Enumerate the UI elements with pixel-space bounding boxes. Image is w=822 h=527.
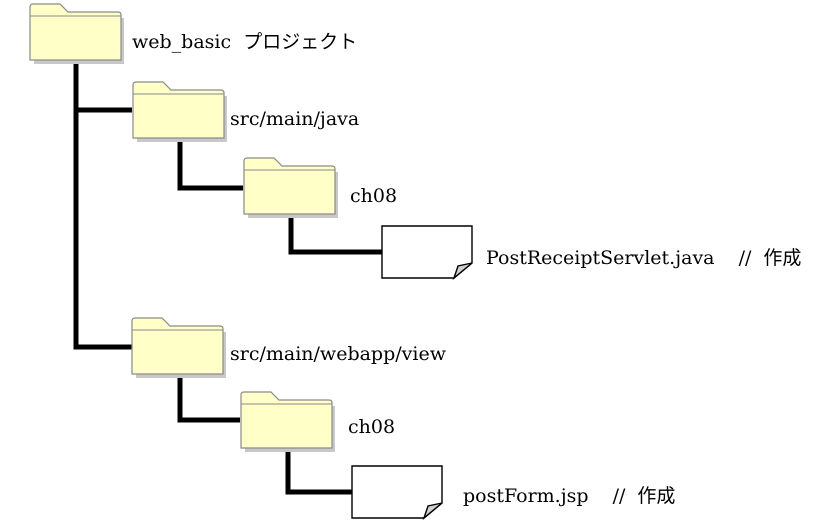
ch08-view-label: ch08 [348, 416, 395, 438]
file-icon-post-receipt-servlet[interactable] [381, 225, 473, 281]
src-main-java-label: src/main/java [230, 108, 359, 130]
file-icon-post-form-jsp[interactable] [351, 465, 443, 521]
folder-icon-web-basic[interactable] [29, 3, 124, 64]
folder-icon-ch08-view[interactable] [240, 391, 335, 452]
connector-view-to-ch08 [177, 375, 240, 423]
post-form-jsp-label: postForm.jsp // 作成 [463, 485, 675, 507]
tree-connectors [73, 60, 382, 495]
folder-icon-src-main-java[interactable] [132, 81, 227, 142]
folder-icon-src-main-webapp-view[interactable] [131, 317, 226, 378]
src-main-webapp-view-label: src/main/webapp/view [230, 343, 447, 365]
connector-ch08-to-jsp-file [285, 448, 352, 495]
connector-root-trunk [73, 60, 132, 350]
connector-java-to-ch08 [177, 140, 243, 191]
root-folder-label: web_basic プロジェクト [132, 31, 357, 53]
ch08-java-label: ch08 [350, 185, 397, 207]
post-receipt-servlet-label: PostReceiptServlet.java // 作成 [486, 247, 801, 269]
connector-ch08-to-servlet-file [288, 215, 382, 255]
folder-icon-ch08-java[interactable] [243, 157, 338, 218]
